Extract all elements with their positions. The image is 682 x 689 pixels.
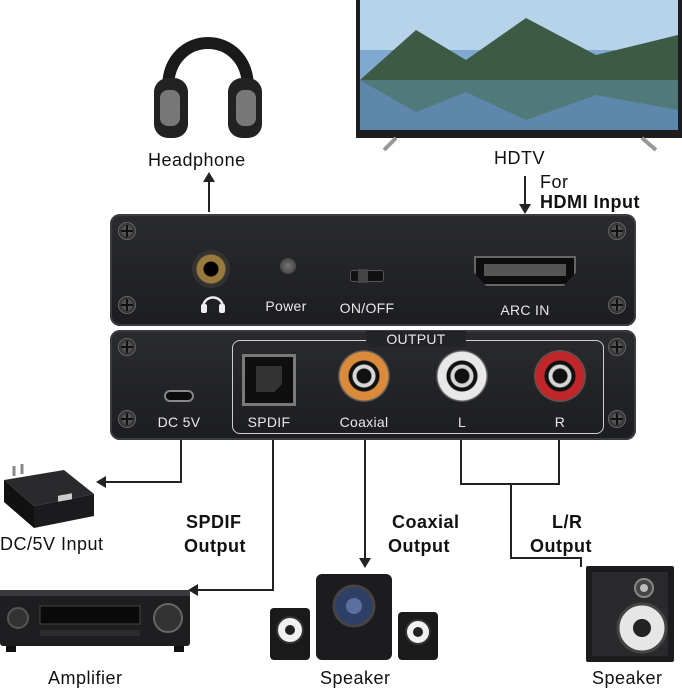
amplifier-label: Amplifier [48, 668, 123, 688]
coaxial-arrow [359, 558, 371, 568]
hdtv-line [524, 176, 526, 206]
bottom-panel: DC 5V OUTPUT SPDIF Coaxial L R [110, 330, 636, 440]
hdmi-input-label: HDMI Input [540, 192, 640, 212]
coaxial-output-label-1: Coaxial [392, 512, 460, 532]
l-line-v [460, 440, 462, 484]
power-led [280, 258, 296, 274]
screw [118, 296, 136, 314]
on-off-switch-knob [358, 269, 368, 283]
coaxial-line-v [364, 440, 366, 560]
on-off-label: ON/OFF [339, 300, 395, 316]
screw [118, 222, 136, 240]
dc-line-h [104, 481, 182, 483]
lr-output-label-2: Output [530, 536, 592, 556]
dc-input-label: DC/5V Input [0, 534, 104, 554]
speaker-system-image [268, 572, 440, 662]
screw [608, 338, 626, 356]
screw [608, 296, 626, 314]
headphone-icon [200, 292, 226, 314]
spdif-line-h [196, 589, 274, 591]
dc5v-label: DC 5V [157, 414, 201, 430]
power-adapter-image [0, 460, 96, 530]
hdtv-label: HDTV [494, 148, 545, 168]
bookshelf-speaker-image [582, 566, 678, 662]
left-jack[interactable] [436, 350, 488, 402]
right-label: R [554, 414, 566, 430]
left-label: L [457, 414, 467, 430]
power-label: Power [265, 298, 307, 314]
hdmi-for-label: For [540, 172, 569, 192]
dc-arrow [96, 476, 106, 488]
screw [118, 410, 136, 428]
hdtv-arrow [519, 204, 531, 214]
usb-port[interactable] [164, 390, 194, 402]
lr-line-down [580, 557, 582, 567]
spdif-output-label-2: Output [184, 536, 246, 556]
r-line-v [558, 440, 560, 484]
spdif-line-v [272, 440, 274, 590]
coaxial-output-label-2: Output [388, 536, 450, 556]
hdmi-port-inner [484, 264, 566, 276]
lr-line-mid [510, 484, 512, 558]
hdtv-image [356, 0, 682, 152]
output-label: OUTPUT [366, 331, 466, 347]
arc-in-label: ARC IN [500, 302, 550, 318]
screw [608, 222, 626, 240]
speaker-left-label: Speaker [320, 668, 391, 688]
dc-line-v [180, 440, 182, 482]
spdif-label: SPDIF [247, 414, 291, 430]
spdif-port-shutter [256, 366, 282, 392]
screw [608, 410, 626, 428]
headphone-line [208, 180, 210, 212]
spdif-output-label-1: SPDIF [186, 512, 242, 532]
amplifier-image [0, 590, 190, 652]
headphone-arrow [203, 172, 215, 182]
headphone-jack[interactable] [192, 250, 230, 288]
right-jack[interactable] [534, 350, 586, 402]
headphone-image [148, 8, 268, 148]
coaxial-jack[interactable] [338, 350, 390, 402]
lr-output-label-1: L/R [552, 512, 583, 532]
lr-line-h2 [510, 557, 582, 559]
speaker-right-label: Speaker [592, 668, 663, 688]
coaxial-label: Coaxial [339, 414, 389, 430]
spdif-arrow [188, 584, 198, 596]
top-panel: Power ON/OFF ARC IN [110, 214, 636, 326]
headphone-label: Headphone [148, 150, 246, 170]
screw [118, 338, 136, 356]
